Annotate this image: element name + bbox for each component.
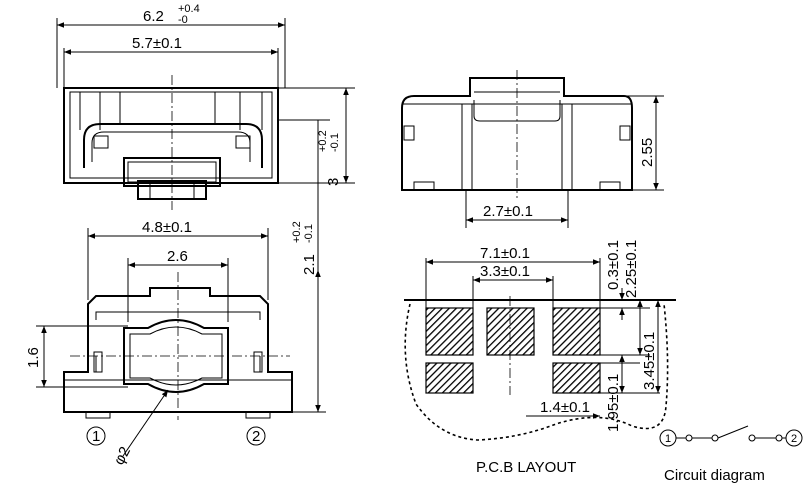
pcb-pad-bottom-left <box>425 362 474 394</box>
circuit-pin-1: 1 <box>665 433 671 445</box>
top-height-tol-plus: +0.2 <box>317 130 329 152</box>
overall-width-dim: 6.2 <box>143 8 164 25</box>
bottom-height-tol-minus: -0.1 <box>303 224 315 243</box>
overall-width-tol-minus: -0 <box>178 14 188 26</box>
circuit-diagram: 1 2 Circuit diagram <box>659 425 803 484</box>
top-height-tol-minus: -0.1 <box>329 133 341 152</box>
pcb-dim-3-45: 3.45±0.1 <box>641 332 658 390</box>
pcb-pad-top-center <box>486 307 535 356</box>
top-height-dim: 3 <box>325 178 342 186</box>
offset-dim: 1.6 <box>25 347 42 368</box>
actuator-width-dim: 2.7±0.1 <box>483 203 533 220</box>
pcb-dim-1-4: 1.4±0.1 <box>540 399 590 416</box>
bottom-view: 4.8±0.1 2.6 1.6 2.1 +0.2 -0.1 φ2 <box>25 219 326 468</box>
bottom-height-dim: 2.1 <box>301 254 318 275</box>
pcb-layout: 7.1±0.1 3.3±0.1 0.3±0.1 2.25±0.1 3.45±0.… <box>404 240 676 476</box>
bottom-width-dim: 4.8±0.1 <box>142 219 192 236</box>
pcb-pad-top-right <box>552 307 601 356</box>
body-width-dim: 5.7±0.1 <box>132 35 182 52</box>
pcb-pad-gap-dim: 3.3±0.1 <box>480 263 530 280</box>
circuit-pin-2: 2 <box>791 433 797 445</box>
switch-contact <box>717 425 749 439</box>
side-view: 2.55 2.7±0.1 <box>401 70 664 228</box>
pcb-pad-top-left <box>425 307 474 356</box>
pcb-dim-0-3: 0.3±0.1 <box>605 240 622 290</box>
pcb-pad-bottom-right <box>552 362 601 394</box>
bottom-height-tol-plus: +0.2 <box>291 221 303 243</box>
side-height-dim: 2.55 <box>639 138 656 167</box>
pcb-dim-2-25: 2.25±0.1 <box>623 240 640 298</box>
pin-1-label: 1 <box>92 428 100 445</box>
pcb-dim-1-95: 1.95±0.1 <box>605 374 622 432</box>
diameter-dim: φ2 <box>111 444 134 468</box>
overall-width-tol-plus: +0.4 <box>178 3 200 15</box>
pcb-layout-title: P.C.B LAYOUT <box>476 459 576 476</box>
inner-width-dim: 2.6 <box>167 248 188 265</box>
top-view: 6.2 +0.4 -0 5.7±0.1 3 +0.2 -0.1 <box>56 3 355 270</box>
circuit-diagram-title: Circuit diagram <box>664 467 765 484</box>
pcb-total-width-dim: 7.1±0.1 <box>480 245 530 262</box>
pin-2-label: 2 <box>252 428 260 445</box>
